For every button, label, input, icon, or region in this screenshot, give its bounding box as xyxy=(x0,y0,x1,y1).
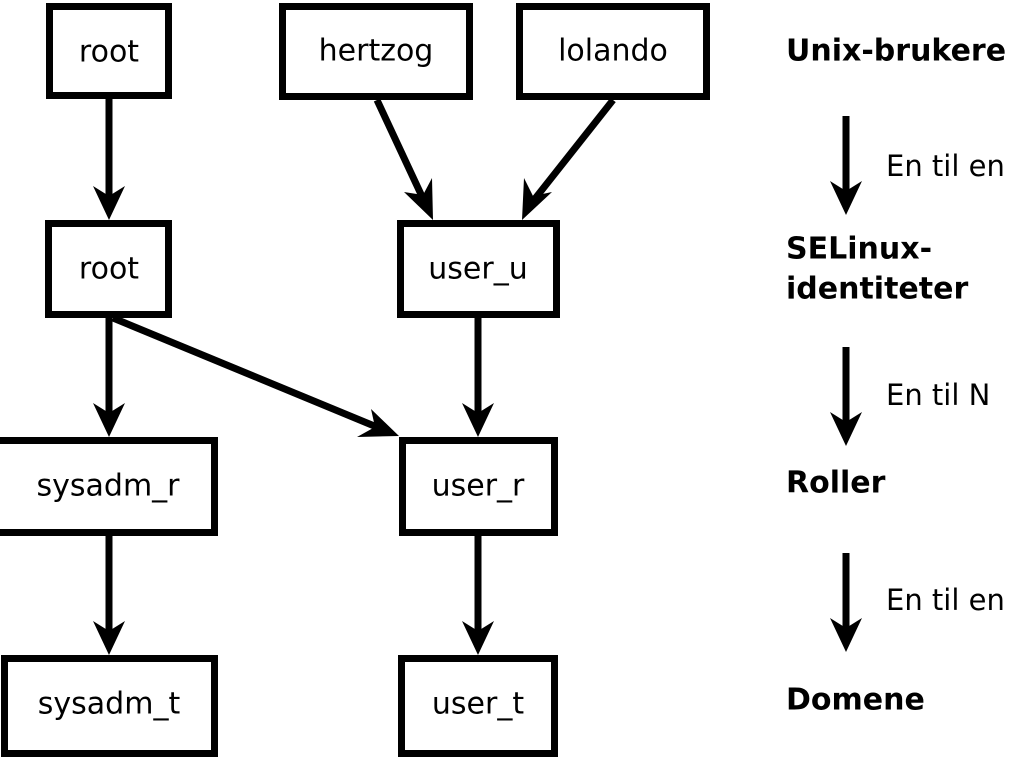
arrow-head-icon xyxy=(93,186,125,220)
arrow-head-icon xyxy=(462,621,494,655)
legend-relation-label-one-to-n: En til N xyxy=(886,378,990,412)
node-box xyxy=(516,3,710,100)
node-label: user_u xyxy=(428,252,527,287)
arrow-head-icon xyxy=(93,621,125,655)
legend-group: Unix-brukere En til en SELinux- identite… xyxy=(786,34,1006,718)
node-label: sysadm_t xyxy=(38,687,181,722)
legend-relation-label-one-to-one-a: En til en xyxy=(886,149,1005,183)
arrow-head-icon xyxy=(522,178,552,220)
node-unix-lolando[interactable]: lolando xyxy=(516,3,710,100)
legend-layer-selinux-identities-line1: SELinux- xyxy=(786,232,932,267)
node-label: user_t xyxy=(432,687,524,722)
legend-arrow-one-to-one-a xyxy=(830,116,862,215)
node-box xyxy=(1,655,218,757)
legend-layer-domains: Domene xyxy=(786,683,925,718)
legend-arrow-one-to-one-b xyxy=(830,553,862,652)
node-selinux-root[interactable]: root xyxy=(45,220,172,318)
node-role-user-r[interactable]: user_r xyxy=(399,437,558,536)
edge-user-u-to-user-r xyxy=(462,318,494,437)
legend-arrow-one-to-n xyxy=(830,347,862,446)
legend-layer-selinux-identities-line2: identiteter xyxy=(786,272,968,307)
edge-group xyxy=(93,97,616,655)
node-box xyxy=(397,220,560,318)
arrow-head-icon xyxy=(93,403,125,437)
node-box xyxy=(45,220,172,318)
node-label: user_r xyxy=(432,469,525,504)
node-label: hertzog xyxy=(319,34,434,69)
node-box xyxy=(399,437,558,536)
edge-hertzog-to-user-u xyxy=(373,98,433,220)
arrow-head-icon xyxy=(462,403,494,437)
legend-layer-roles: Roller xyxy=(786,466,886,501)
node-selinux-user-u[interactable]: user_u xyxy=(397,220,560,318)
arrow-head-icon xyxy=(357,409,399,437)
arrow-head-icon xyxy=(830,412,862,446)
arrow-head-icon xyxy=(404,178,433,220)
edge-selinux-root-to-sysadm-r xyxy=(93,318,125,437)
edge-unix-root-to-selinux-root xyxy=(93,99,125,220)
node-label: sysadm_r xyxy=(37,469,181,504)
arrow-head-icon xyxy=(830,618,862,652)
node-domain-sysadm-t[interactable]: sysadm_t xyxy=(1,655,218,757)
edge-user-r-to-user-t xyxy=(462,536,494,655)
node-box xyxy=(279,3,473,100)
legend-layer-unix-users: Unix-brukere xyxy=(786,34,1006,69)
edge-selinux-root-to-user-r xyxy=(111,314,399,437)
node-role-sysadm-r[interactable]: sysadm_r xyxy=(0,437,218,536)
node-group: root hertzog lolando root user_u sysadm_ xyxy=(0,3,710,757)
node-label: root xyxy=(79,35,139,70)
node-box xyxy=(398,655,558,757)
node-unix-root[interactable]: root xyxy=(46,3,172,99)
arrow-head-icon xyxy=(830,181,862,215)
node-label: root xyxy=(79,252,139,287)
node-unix-hertzog[interactable]: hertzog xyxy=(279,3,473,100)
edge-lolando-to-user-u xyxy=(522,97,616,220)
node-label: lolando xyxy=(558,34,668,69)
node-box xyxy=(46,3,172,99)
edge-line xyxy=(373,98,430,207)
edge-line xyxy=(111,314,386,434)
node-domain-user-t[interactable]: user_t xyxy=(398,655,558,757)
edge-line xyxy=(527,97,616,208)
node-box xyxy=(0,437,218,536)
legend-relation-label-one-to-one-b: En til en xyxy=(886,583,1005,617)
edge-sysadm-r-to-sysadm-t xyxy=(93,536,125,655)
